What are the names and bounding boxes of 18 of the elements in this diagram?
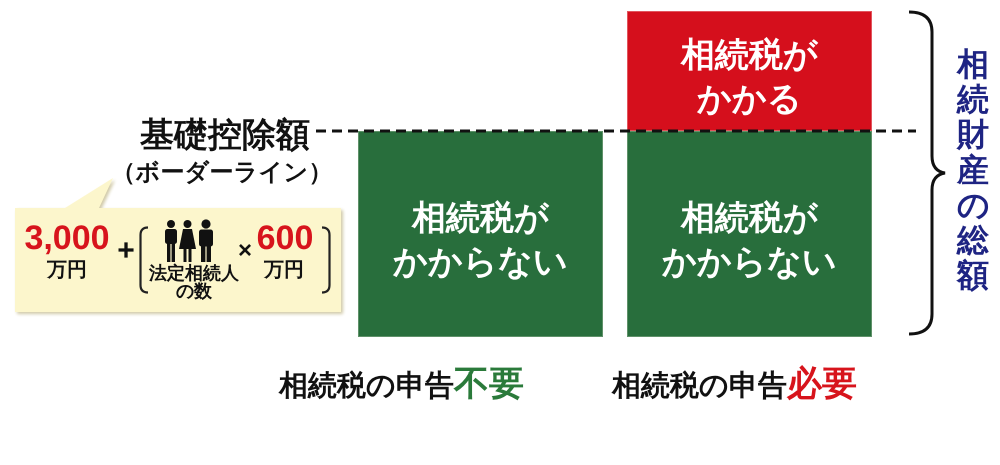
box-text: 相続税がかかる bbox=[681, 35, 818, 120]
outcome-box bbox=[627, 11, 872, 131]
unit-label: 万円 bbox=[46, 260, 88, 280]
plus-sign: + bbox=[116, 236, 136, 266]
outcome-box bbox=[358, 131, 603, 337]
multiply-sign: × bbox=[236, 239, 253, 263]
box-text: 相続税がかからない bbox=[393, 198, 568, 283]
box-text: 相続税がかからない bbox=[662, 198, 837, 283]
vertical-label: 相続財産の総額 bbox=[957, 47, 989, 294]
unit-label: 万円 bbox=[262, 260, 305, 280]
caption-text: 相続税の申告必要 bbox=[612, 363, 858, 405]
amount-value: 600 bbox=[256, 221, 314, 255]
threshold-note: （ボーダーライン） bbox=[110, 158, 334, 188]
threshold-label: 基礎控除額 bbox=[139, 115, 310, 156]
amount-value: 3,000 bbox=[23, 221, 111, 255]
outcome-box bbox=[627, 131, 872, 337]
caption-text: 相続税の申告不要 bbox=[279, 363, 525, 405]
formula-text: 法定相続人の数 bbox=[148, 264, 240, 300]
